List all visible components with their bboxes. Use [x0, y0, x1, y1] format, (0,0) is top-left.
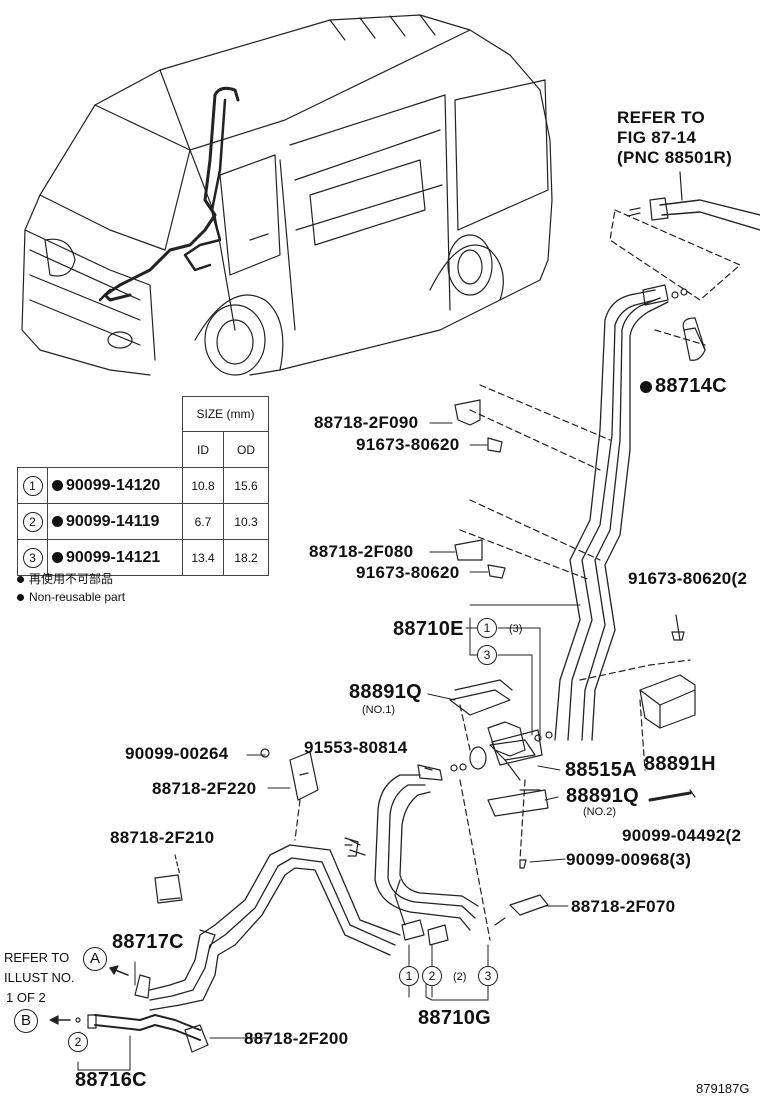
label-91673-80620-a[interactable]: 91673-80620: [356, 435, 460, 454]
label-90099-04492-2[interactable]: 90099-04492(2: [622, 826, 742, 845]
refer-a-line1: REFER TO: [4, 950, 70, 965]
refer-to-top-line2[interactable]: FIG 87-14: [617, 128, 697, 147]
refer-a-marker[interactable]: A: [83, 947, 107, 971]
od-header: OD: [223, 431, 269, 468]
label-88718-2F220[interactable]: 88718-2F220: [152, 779, 257, 798]
label-90099-00968-3[interactable]: 90099-00968(3): [566, 850, 692, 869]
row-number: 1: [22, 475, 43, 496]
label-91673-80620-b[interactable]: 91673-80620: [356, 563, 460, 582]
label-88718-2F210[interactable]: 88718-2F210: [110, 828, 215, 847]
label-91553-80814[interactable]: 91553-80814: [304, 738, 408, 757]
label-91673-80620-2[interactable]: 91673-80620(2: [628, 569, 748, 588]
outer-diameter: 15.6: [223, 467, 269, 504]
refer-to-top-line3[interactable]: (PNC 88501R): [617, 148, 733, 167]
label-88891Q-no1[interactable]: 88891Q: [349, 681, 422, 703]
inner-diameter: 10.8: [182, 467, 224, 504]
label-88718-2F200[interactable]: 88718-2F200: [244, 1029, 349, 1048]
receiver-area: [449, 679, 696, 926]
qty-2-note: (2): [453, 971, 467, 983]
row-number: 3: [22, 547, 43, 568]
leader-lines: [77, 422, 581, 1071]
ring-1-marker: 1: [477, 618, 497, 638]
inner-diameter: 6.7: [182, 503, 224, 540]
van-illustration: [21, 14, 553, 376]
note-english: Non-reusable part: [17, 591, 125, 603]
label-88718-2F070[interactable]: 88718-2F070: [571, 897, 676, 916]
note-japanese: 再使用不可部品: [17, 573, 113, 585]
table-row: 3 90099-14121 13.4 18.2: [17, 539, 269, 576]
label-88717C[interactable]: 88717C: [112, 931, 184, 953]
size-header: SIZE (mm): [182, 396, 269, 432]
clamp-brackets: [454, 399, 696, 771]
label-88710E[interactable]: 88710E: [393, 618, 464, 640]
no2-note: (NO.2): [583, 806, 616, 818]
lower-pipes: [75, 748, 491, 1053]
refer-to-top-line1: REFER TO: [617, 108, 706, 127]
label-88891H[interactable]: 88891H: [644, 753, 716, 775]
refer-b-marker[interactable]: B: [14, 1009, 38, 1033]
part-number[interactable]: 90099-14121: [66, 548, 161, 566]
row-number: 2: [22, 511, 43, 532]
label-88515A[interactable]: 88515A: [565, 759, 637, 781]
table-row: 1 90099-14120 10.8 15.6: [17, 467, 269, 504]
table-row: 2 90099-14119 6.7 10.3: [17, 503, 269, 540]
ring-3-marker: 3: [477, 645, 497, 665]
label-88714C[interactable]: 88714C: [640, 376, 727, 396]
refer-a-line2: ILLUST NO.: [4, 970, 75, 985]
label-88716C[interactable]: 88716C: [75, 1069, 147, 1091]
outer-diameter: 10.3: [223, 503, 269, 540]
refer-a-line3: 1 OF 2: [6, 990, 46, 1005]
ring-1-marker-lower: 1: [399, 966, 419, 986]
qty-3-note: (3): [509, 623, 523, 635]
label-88718-2F090[interactable]: 88718-2F090: [314, 413, 419, 432]
gasket-size-table: SIZE (mm) ID OD 1 90099-14120 10.8 15.6 …: [17, 396, 269, 576]
inner-diameter: 13.4: [182, 539, 224, 576]
ring-3-marker-lower: 3: [478, 966, 498, 986]
label-88891Q-no2[interactable]: 88891Q: [566, 785, 639, 807]
figure-id: 879187G: [696, 1081, 750, 1096]
ring-2-marker-lower: 2: [422, 966, 442, 986]
ring-2-marker-88716C: 2: [68, 1032, 88, 1052]
upper-hose-area: [459, 171, 760, 741]
id-header: ID: [182, 431, 224, 468]
part-number[interactable]: 90099-14120: [66, 476, 161, 494]
part-number[interactable]: 90099-14119: [66, 512, 160, 530]
label-88710G[interactable]: 88710G: [418, 1007, 491, 1029]
outer-diameter: 18.2: [223, 539, 269, 576]
no1-note: (NO.1): [362, 704, 395, 716]
label-90099-00264[interactable]: 90099-00264: [125, 744, 229, 763]
label-88718-2F080[interactable]: 88718-2F080: [309, 542, 414, 561]
